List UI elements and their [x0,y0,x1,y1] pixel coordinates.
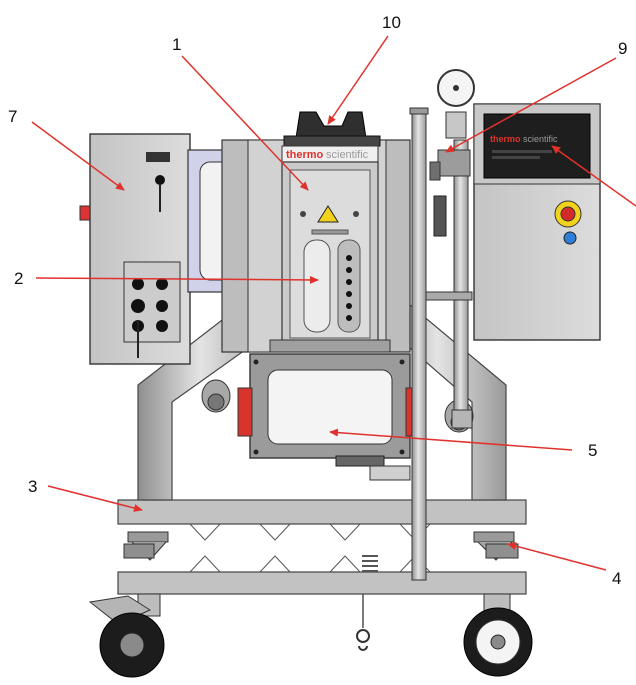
brand-strip: thermo scientific [281,145,379,163]
callout-1: 1 [172,35,181,54]
right-control-unit: thermo scientific [473,103,601,341]
drive-window [267,369,393,445]
frame-gusset-lower [189,555,431,573]
callout-3: 3 [28,477,37,496]
brand-thermo: thermo [286,149,324,161]
leader-9 [445,57,617,153]
warning-symbol [317,205,339,223]
lower-drive-assembly [237,353,421,481]
start-button [563,231,577,245]
callout-9: 9 [618,39,627,58]
leveling-feet [123,543,519,559]
frame-upper-bar [117,499,527,525]
callout-2: 2 [14,269,23,288]
level-sight-window [303,239,331,333]
brand-scientific: scientific [326,149,369,161]
callout-10: 10 [382,13,401,32]
leader-7 [31,121,125,191]
pressure-gauge-assembly [429,69,475,237]
vertical-pipes [409,107,473,581]
leader-unlabeled [551,145,636,207]
cart-frame [117,499,527,595]
left-caster [88,531,169,678]
left-electrical-cabinet [79,133,245,365]
callout-labels: 1 2 3 4 5 7 9 10 [8,13,627,588]
leader-10 [327,35,389,125]
key-switch [155,175,165,185]
leader-4 [507,542,607,571]
leader-2 [35,275,319,284]
leader-1 [181,55,309,191]
right-caster [463,531,533,677]
brake-pedal [88,595,152,625]
cabinet-label-plate [146,152,170,162]
leader-lines [31,35,636,571]
tall-gas-pipe [411,109,427,581]
callout-5: 5 [588,441,597,460]
frame-lower-bar [117,571,527,595]
screen-brand-thermo: thermo [490,134,521,144]
center-spring [356,555,378,651]
vessel-window [269,161,391,353]
callout-7: 7 [8,107,17,126]
touchscreen [483,113,591,179]
frame-gusset [189,523,431,541]
leader-3 [47,485,143,512]
callout-4: 4 [612,569,621,588]
leader-5 [329,428,573,451]
screen-brand-scientific: scientific [523,134,558,144]
